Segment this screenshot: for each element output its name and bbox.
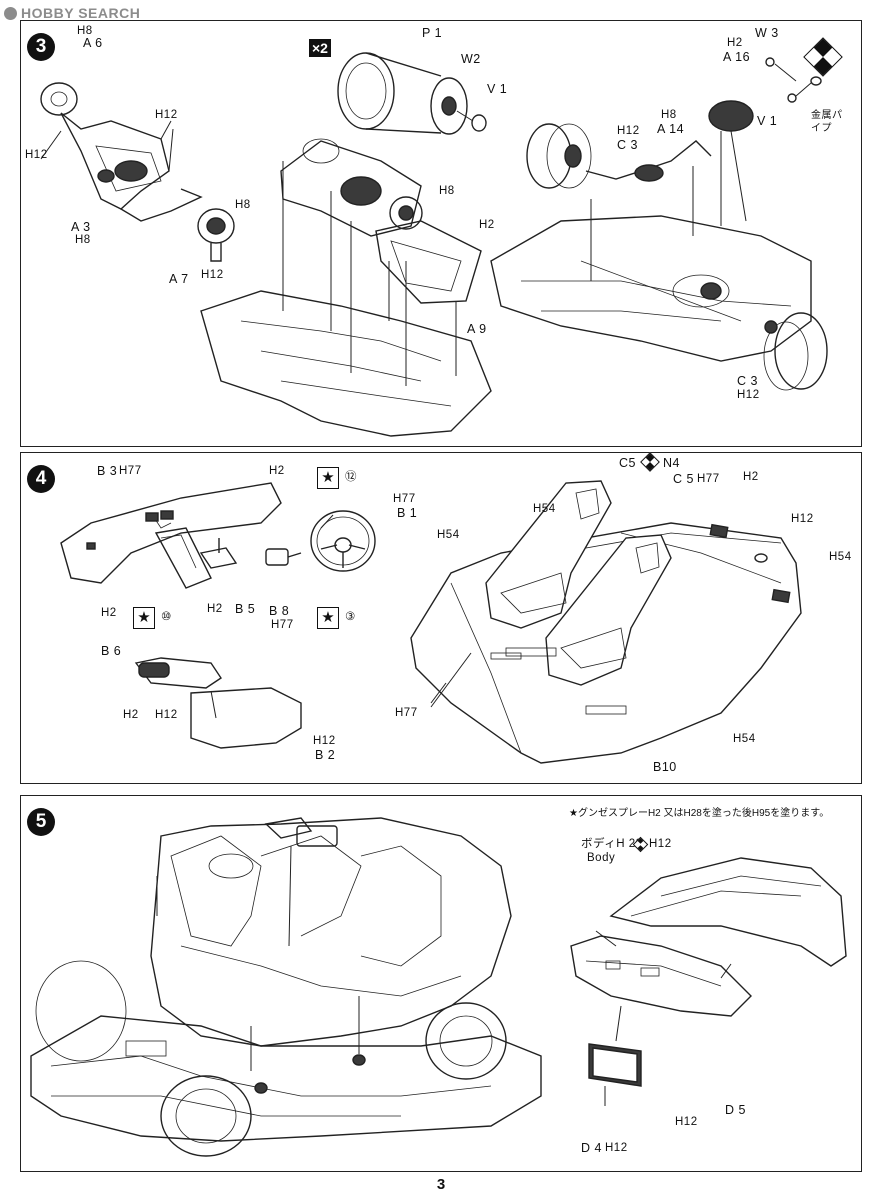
label-body-jp: ボディH 28 <box>581 838 643 850</box>
label-d5: D 5 <box>725 1103 746 1117</box>
label-h12-e: H12 <box>737 389 760 401</box>
label-h54-c: H54 <box>437 529 460 541</box>
label-w2: W2 <box>461 52 481 66</box>
label-body-en: Body <box>587 852 616 864</box>
label-h12-c: H12 <box>791 513 814 525</box>
label-h8-d: H8 <box>439 185 455 197</box>
page-number: 3 <box>436 1176 446 1193</box>
label-star-a: ⑫ <box>345 471 357 483</box>
label-h2-a: H2 <box>479 219 495 231</box>
label-h2-b: H2 <box>101 607 117 619</box>
step-4-panel: 4 <box>20 452 862 784</box>
label-a16: A 16 <box>723 50 751 64</box>
step-5-panel: 5 ★グンゼスプレーH2 又はH28を塗った後H95を塗ります。 <box>20 795 862 1172</box>
label-b6: B 6 <box>101 644 122 658</box>
label-h2-c: H2 <box>207 603 223 615</box>
label-d4: D 4 <box>581 1141 602 1155</box>
step-3-illustration <box>40 52 828 437</box>
paint-note: ★グンゼスプレーH2 又はH28を塗った後H95を塗ります。 <box>569 808 830 819</box>
label-p1: P 1 <box>422 26 443 40</box>
label-h12-a: H12 <box>649 838 672 850</box>
label-v1-b: V 1 <box>757 114 778 128</box>
label-metal-pipe: 金属パイプ <box>811 110 843 134</box>
label-c3-b: C 3 <box>737 374 758 388</box>
label-h12-d: H12 <box>617 125 640 137</box>
watermark: HOBBY SEARCH <box>4 5 140 21</box>
label-b3: B 3 <box>97 464 118 478</box>
label-n4: N4 <box>663 456 680 470</box>
label-a9: A 9 <box>467 322 487 336</box>
label-b5: B 5 <box>235 602 256 616</box>
label-h8-a: H8 <box>77 25 93 37</box>
step-4-illustration <box>60 480 802 764</box>
label-h12-b: H12 <box>313 735 336 747</box>
label-h12-c: H12 <box>201 269 224 281</box>
label-h54-d: H54 <box>733 733 756 745</box>
paint-star-icon-b: ★ <box>133 607 155 629</box>
label-h8-c: H8 <box>235 199 251 211</box>
label-h54-b: H54 <box>829 551 852 563</box>
label-c5-a: C5 <box>619 456 636 470</box>
step-5-illustration <box>30 817 847 1157</box>
label-h77-d: H77 <box>697 473 720 485</box>
label-b10: B10 <box>653 760 677 774</box>
label-h8-b: H8 <box>75 234 91 246</box>
label-h77-a: H77 <box>119 465 142 477</box>
logo-icon <box>4 7 17 20</box>
label-h77-c: H77 <box>271 619 294 631</box>
label-star-b: ⑩ <box>161 611 172 623</box>
step-5-number: 5 <box>27 808 55 836</box>
label-h77-b: H77 <box>393 493 416 505</box>
label-b8: B 8 <box>269 604 290 618</box>
label-h12-b: H12 <box>675 1116 698 1128</box>
label-w3: W 3 <box>755 26 779 40</box>
label-h8-e: H8 <box>661 109 677 121</box>
label-v1-a: V 1 <box>487 82 508 96</box>
label-b2: B 2 <box>315 748 336 762</box>
paint-star-icon-c: ★ <box>317 607 339 629</box>
label-b1: B 1 <box>397 506 418 520</box>
quantity-badge: ×2 <box>309 39 331 57</box>
label-h54-a: H54 <box>533 503 556 515</box>
label-h12-a: H12 <box>155 709 178 721</box>
label-a3: A 3 <box>71 220 91 234</box>
label-a7: A 7 <box>169 272 189 286</box>
step-3-panel: 3 ×2 <box>20 20 862 447</box>
step-4-number: 4 <box>27 465 55 493</box>
label-star-c: ③ <box>345 611 356 623</box>
label-h12-b: H12 <box>155 109 178 121</box>
step-3-number: 3 <box>27 33 55 61</box>
label-a14: A 14 <box>657 122 685 136</box>
label-h2-b: H2 <box>727 37 743 49</box>
label-c5-b: C 5 <box>673 472 694 486</box>
label-h2-a: H2 <box>269 465 285 477</box>
label-h2-d: H2 <box>123 709 139 721</box>
paint-star-icon-a: ★ <box>317 467 339 489</box>
label-c3-a: C 3 <box>617 138 638 152</box>
label-a6: A 6 <box>83 36 103 50</box>
label-h2-e: H2 <box>743 471 759 483</box>
label-h77-e: H77 <box>395 707 418 719</box>
label-h12-a: H12 <box>25 149 48 161</box>
label-h12-c: H12 <box>605 1142 628 1154</box>
